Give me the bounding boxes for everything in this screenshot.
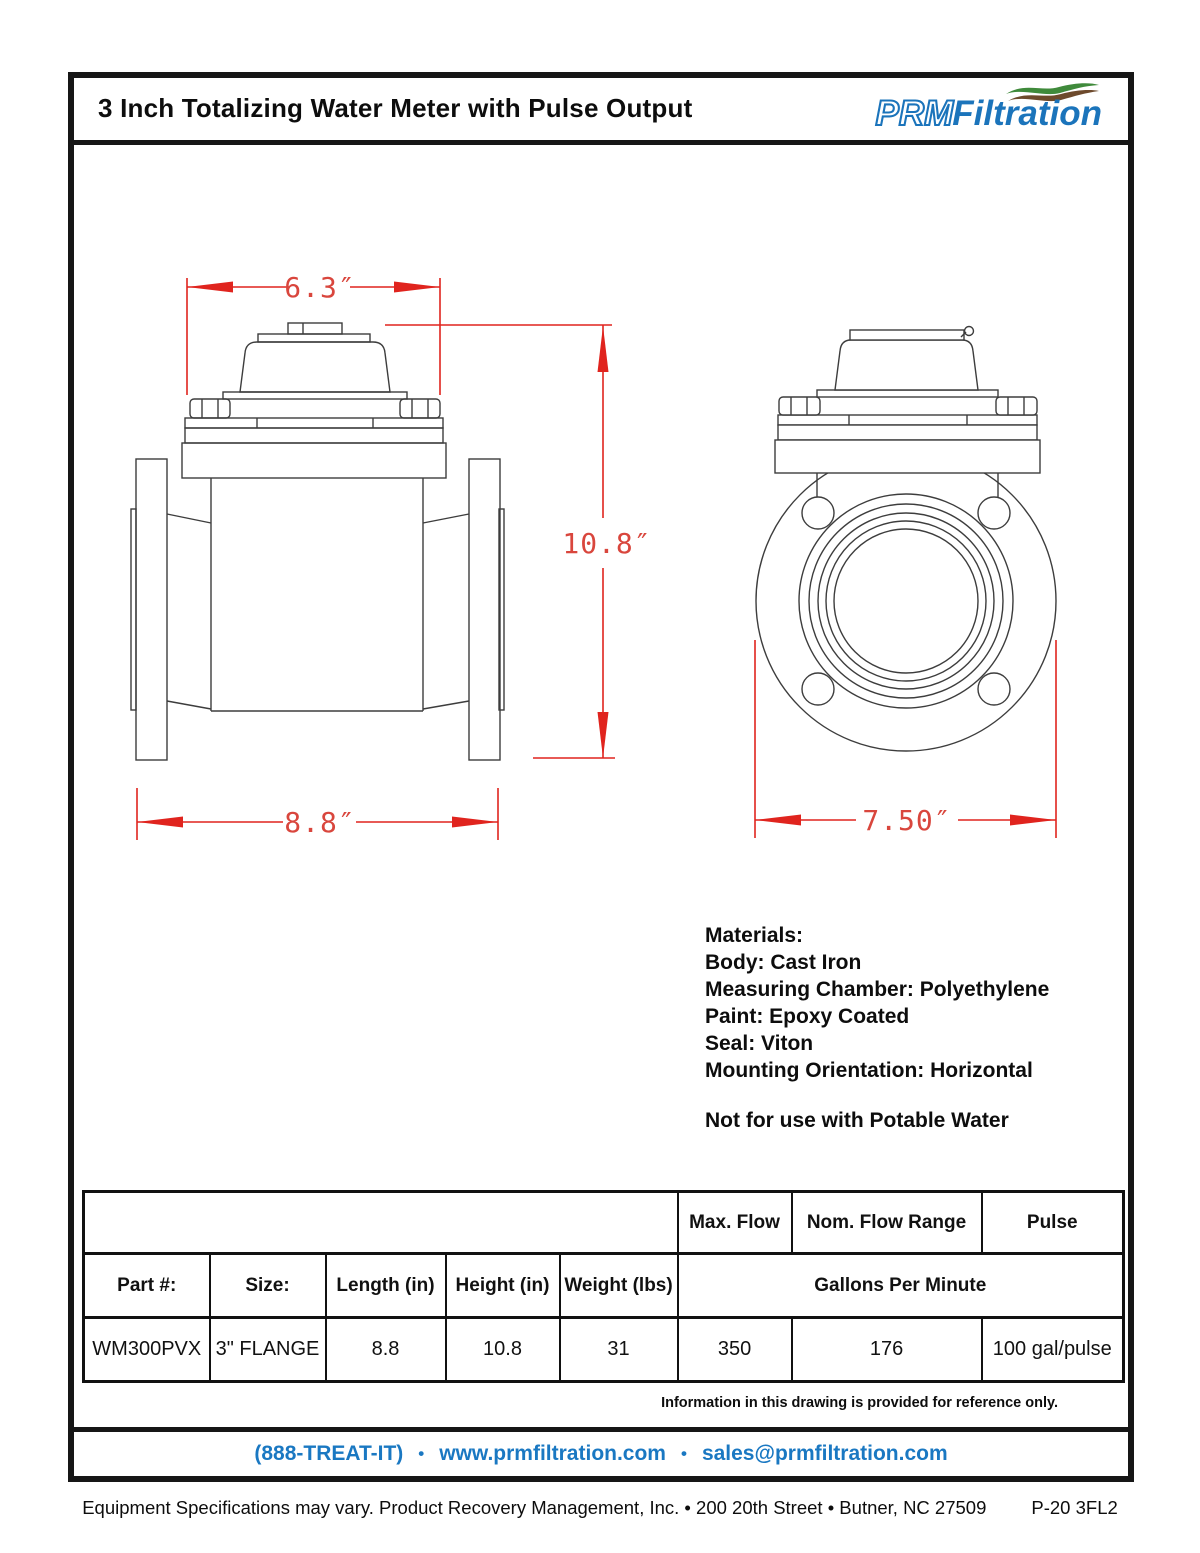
potable-water-note: Not for use with Potable Water (705, 1109, 1009, 1132)
header-part: Part #: (82, 1252, 211, 1319)
dimension-length: 8.8″ (136, 788, 499, 840)
value-part-number: WM300PVX (82, 1316, 211, 1383)
bullet-separator: • (680, 1444, 687, 1463)
value-height: 10.8 (444, 1316, 561, 1383)
header-nom-flow-range: Nom. Flow Range (790, 1190, 983, 1255)
dimension-flange-diameter: 7.50″ (754, 640, 1057, 838)
materials-line: Seal: Viton (705, 1032, 814, 1055)
front-view-drawing (755, 325, 1057, 752)
value-pulse: 100 gal/pulse (980, 1316, 1125, 1383)
technical-drawing: 6.3″ 10.8″ 8.8″ 7.50″ (130, 271, 1057, 840)
side-view-drawing (130, 322, 505, 761)
value-weight: 31 (558, 1316, 679, 1383)
materials-line: Body: Cast Iron (705, 951, 862, 974)
header-length: Length (in) (324, 1252, 447, 1319)
header-pulse: Pulse (980, 1190, 1125, 1255)
page-footer: Equipment Specifications may vary. Produ… (0, 1497, 1200, 1519)
header-size: Size: (208, 1252, 327, 1319)
table-row-column-headers: Part #: Size: Length (in) Height (in) We… (82, 1252, 1125, 1319)
value-nom-flow-range: 176 (790, 1316, 983, 1383)
value-max-flow: 350 (676, 1316, 793, 1383)
materials-heading: Materials: (705, 924, 804, 947)
logo-filtration: Filtration (952, 94, 1102, 133)
header-height: Height (in) (444, 1252, 561, 1319)
logo-prm: PRM (874, 93, 954, 134)
spec-table: Max. Flow Nom. Flow Range Pulse Part #: … (82, 1190, 1126, 1383)
dimension-register-width: 6.3″ (186, 271, 441, 395)
materials-line: Mounting Orientation: Horizontal (705, 1059, 1033, 1082)
dimension-height: 10.8″ (385, 324, 651, 759)
contact-email: sales@prmfiltration.com (701, 1442, 948, 1465)
contact-bar: (888-TREAT-IT) • www.prmfiltration.com •… (74, 1427, 1128, 1476)
dim-label-length: 8.8″ (284, 806, 355, 839)
header-gallons-per-minute: Gallons Per Minute (676, 1252, 1125, 1319)
empty-cell (82, 1190, 679, 1255)
reference-disclaimer: Information in this drawing is provided … (661, 1395, 1058, 1411)
header-weight: Weight (lbs) (558, 1252, 679, 1319)
logo-swoosh-icon (1006, 83, 1099, 102)
header-max-flow: Max. Flow (676, 1190, 793, 1255)
prm-filtration-logo: PRMFiltration (834, 80, 1102, 142)
page-title: 3 Inch Totalizing Water Meter with Pulse… (98, 93, 693, 123)
value-length: 8.8 (324, 1316, 447, 1383)
dim-label-register-width: 6.3″ (284, 271, 355, 304)
bullet-separator: • (418, 1444, 425, 1463)
contact-phone: (888-TREAT-IT) (254, 1442, 404, 1465)
materials-line: Measuring Chamber: Polyethylene (705, 978, 1050, 1001)
header: 3 Inch Totalizing Water Meter with Pulse… (74, 78, 1128, 145)
table-row-flow-headers: Max. Flow Nom. Flow Range Pulse (82, 1190, 1125, 1255)
dim-label-height: 10.8″ (562, 527, 651, 560)
contact-website: www.prmfiltration.com (439, 1442, 666, 1465)
value-size: 3" FLANGE (208, 1316, 327, 1383)
dim-label-flange-diameter: 7.50″ (862, 804, 951, 837)
materials-block: Materials: Body: Cast Iron Measuring Cha… (705, 922, 1049, 1134)
table-row-values: WM300PVX 3" FLANGE 8.8 10.8 31 350 176 1… (82, 1316, 1125, 1383)
logo-wordmark: PRMFiltration (874, 93, 1102, 134)
materials-line: Paint: Epoxy Coated (705, 1005, 910, 1028)
footer-doc-code: P-20 3FL2 (1031, 1497, 1118, 1518)
footer-company-line: Equipment Specifications may vary. Produ… (82, 1497, 987, 1518)
